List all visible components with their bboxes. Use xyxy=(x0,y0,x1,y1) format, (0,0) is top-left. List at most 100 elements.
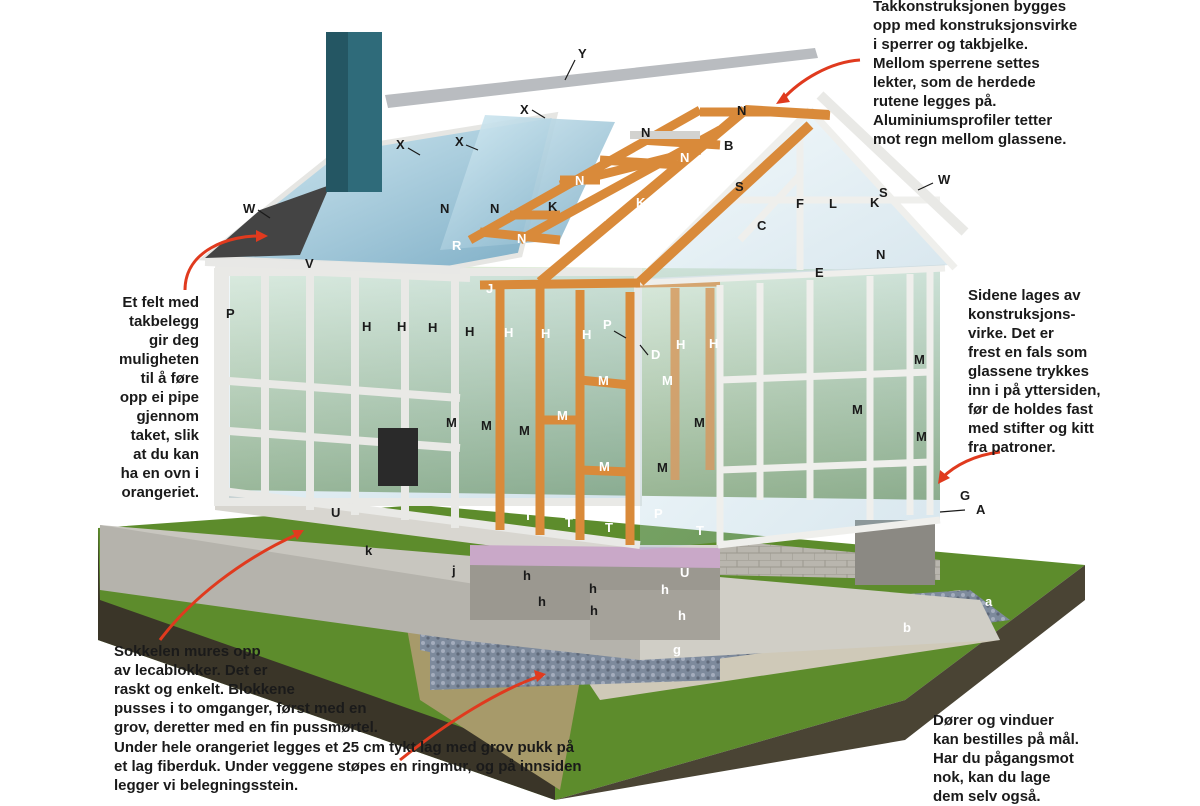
part-label-N: N xyxy=(876,247,885,262)
part-label-R: R xyxy=(452,238,462,253)
part-label-H: H xyxy=(709,336,718,351)
base-band xyxy=(470,545,720,568)
part-label-T: T xyxy=(524,508,532,523)
part-label-Y: Y xyxy=(578,46,587,61)
note-line: virke. Det er xyxy=(968,325,1054,342)
part-label-N: N xyxy=(597,209,606,224)
part-label-N: N xyxy=(680,150,689,165)
note-line: gjennom xyxy=(136,408,200,425)
part-label-H: H xyxy=(541,326,550,341)
note-line: Aluminiumsprofiler tetter xyxy=(873,112,1053,129)
note-line: opp ei pipe xyxy=(119,389,199,406)
note-line: Mellom sperrene settes xyxy=(873,55,1040,72)
part-label-H: H xyxy=(428,320,437,335)
part-label-G: G xyxy=(960,488,970,503)
part-label-h: h xyxy=(589,581,597,596)
part-label-N: N xyxy=(517,231,526,246)
part-label-h: h xyxy=(523,568,531,583)
part-label-X: X xyxy=(455,134,464,149)
note-line: glassene trykkes xyxy=(968,363,1089,380)
part-label-U: U xyxy=(680,565,689,580)
arrow-heads xyxy=(256,92,950,682)
part-label-h: h xyxy=(678,608,686,623)
note-line: før de holdes fast xyxy=(968,401,1094,418)
note-line: legger vi belegningsstein. xyxy=(114,777,299,794)
part-label-h: h xyxy=(538,594,546,609)
note-line: gir deg xyxy=(148,332,199,349)
part-label-N: N xyxy=(737,103,746,118)
part-label-J: J xyxy=(486,281,493,296)
part-label-b: b xyxy=(903,620,911,635)
part-label-h: h xyxy=(590,603,598,618)
part-label-M: M xyxy=(598,373,609,388)
part-label-M: M xyxy=(557,408,568,423)
part-label-H: H xyxy=(465,324,474,339)
part-label-T: T xyxy=(605,520,613,535)
part-label-M: M xyxy=(914,352,925,367)
part-label-K: K xyxy=(548,199,558,214)
part-label-F: F xyxy=(796,196,804,211)
part-label-a: a xyxy=(985,594,993,609)
part-label-H: H xyxy=(676,337,685,352)
part-label-V: V xyxy=(305,256,314,271)
part-label-M: M xyxy=(694,415,705,430)
part-label-E: E xyxy=(815,265,824,280)
note-line: mot regn mellom glassene. xyxy=(873,131,1067,148)
part-label-D: D xyxy=(651,347,660,362)
note-line: lekter, som de herdede xyxy=(873,74,1036,91)
part-label-P: P xyxy=(603,317,612,332)
part-label-M: M xyxy=(852,402,863,417)
note-line: nok, kan du lage xyxy=(933,769,1051,786)
part-label-W: W xyxy=(938,172,951,187)
note-line: et lag fiberduk. Under veggene støpes en… xyxy=(114,758,582,775)
part-label-X: X xyxy=(520,102,529,117)
part-label-k: k xyxy=(365,543,373,558)
part-label-M: M xyxy=(599,459,610,474)
ridge-cap xyxy=(385,48,818,108)
note-line: orangeriet. xyxy=(121,484,199,501)
note-line: kan bestilles på mål. xyxy=(933,731,1079,748)
part-label-P: P xyxy=(226,306,235,321)
note-line: i sperrer og takbjelke. xyxy=(873,36,1029,53)
note-line: av lecablokker. Det er xyxy=(114,662,268,679)
note-line: grov, deretter med en fin pussmørtel. xyxy=(114,719,378,736)
part-label-M: M xyxy=(446,415,457,430)
note-line: Sokkelen mures opp xyxy=(114,643,261,660)
part-label-S: S xyxy=(879,185,888,200)
part-label-N: N xyxy=(490,201,499,216)
note-line: muligheten xyxy=(118,351,199,368)
note-line: inn i på yttersiden, xyxy=(968,382,1101,399)
part-label-K: K xyxy=(636,195,646,210)
part-label-H: H xyxy=(397,319,406,334)
note-line: med stifter og kitt xyxy=(968,420,1094,437)
annotation-arrows xyxy=(158,58,1001,762)
part-label-K: K xyxy=(870,195,880,210)
note-line: Dører og vinduer xyxy=(933,712,1054,729)
note-line: Et felt med xyxy=(122,294,199,311)
part-label-j: j xyxy=(451,563,456,578)
part-label-M: M xyxy=(662,373,673,388)
note-foundation: Under hele orangeriet legges et 25 cm ty… xyxy=(114,738,582,795)
note-line: til å føre xyxy=(140,370,199,387)
part-label-L: L xyxy=(829,196,837,211)
note-line: frest en fals som xyxy=(968,344,1088,361)
part-label-N: N xyxy=(575,173,584,188)
note-line: raskt og enkelt. Blokkene xyxy=(114,681,295,698)
part-label-g: g xyxy=(673,642,681,657)
note-line: takbelegg xyxy=(128,313,199,330)
part-label-U: U xyxy=(331,505,340,520)
part-label-T: T xyxy=(696,523,704,538)
part-label-B: B xyxy=(724,138,733,153)
part-label-M: M xyxy=(481,418,492,433)
part-label-N: N xyxy=(440,201,449,216)
note-line: Takkonstruksjonen bygges xyxy=(873,0,1067,15)
right-gable-wall xyxy=(536,91,969,550)
part-label-W: W xyxy=(243,201,256,216)
part-label-M: M xyxy=(916,429,927,444)
note-line: konstruksjons- xyxy=(968,306,1076,323)
part-label-C: C xyxy=(757,218,767,233)
